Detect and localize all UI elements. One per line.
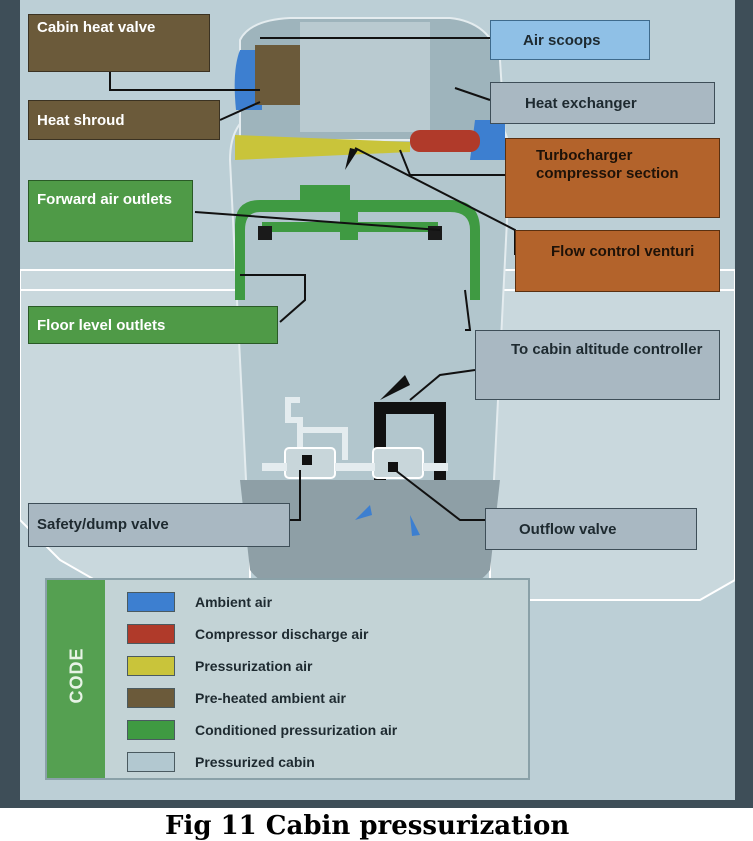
turbocharger-compressor: [410, 130, 480, 152]
flow-control-venturi-label: Flow control venturi: [515, 230, 720, 292]
legend-row-compressor-discharge: Compressor discharge air: [127, 624, 369, 644]
legend-label: Conditioned pressurization air: [195, 722, 398, 738]
legend-swatch: [127, 592, 175, 612]
right-wing: [489, 269, 736, 601]
legend-row-conditioned-pressurization: Conditioned pressurization air: [127, 720, 397, 740]
heat-shroud-label: Heat shroud: [28, 100, 220, 140]
legend: CODE Ambient air Compressor discharge ai…: [45, 578, 530, 780]
air-scoops-label: Air scoops: [490, 20, 650, 60]
legend-label: Pressurized cabin: [195, 754, 315, 770]
legend-row-ambient-air: Ambient air: [127, 592, 272, 612]
valve-pipe-right: [423, 463, 448, 471]
forward-air-outlets-label: Forward air outlets: [28, 180, 193, 242]
legend-label: Pre-heated ambient air: [195, 690, 346, 706]
turbocharger-compressor-label: Turbocharger compressor section: [505, 138, 720, 218]
cabin-flow-arrow-1: [355, 505, 372, 520]
outflow-valve-center: [388, 462, 398, 472]
legend-swatch: [127, 624, 175, 644]
heat-exchanger-body: [300, 22, 430, 132]
altitude-controller-line: [374, 402, 446, 480]
legend-code-bar: CODE: [47, 580, 105, 778]
right-air-scoop: [470, 120, 505, 160]
cabin-floor-section: [240, 480, 500, 600]
altitude-arrow: [380, 375, 410, 400]
venturi-arrow: [345, 148, 358, 170]
floor-level-outlets-label: Floor level outlets: [28, 306, 278, 344]
valve-pipe-left: [262, 463, 287, 471]
figure-caption: Fig 11 Cabin pressurization: [0, 808, 753, 841]
legend-row-preheated-ambient: Pre-heated ambient air: [127, 688, 346, 708]
frame-border-bottom: [0, 800, 753, 808]
forward-outlet-duct: [262, 222, 438, 232]
safety-valve-center: [302, 455, 312, 465]
legend-swatch: [127, 688, 175, 708]
legend-title: CODE: [66, 647, 87, 704]
heat-exchanger-label: Heat exchanger: [490, 82, 715, 124]
cabin-altitude-controller-label: To cabin altitude controller: [475, 330, 720, 400]
legend-label: Compressor discharge air: [195, 626, 369, 642]
legend-swatch: [127, 720, 175, 740]
heat-shroud-body: [255, 45, 300, 105]
frame-border-right: [735, 0, 753, 808]
legend-swatch: [127, 656, 175, 676]
cabin-flow-arrow-2: [410, 515, 420, 536]
right-forward-outlet: [428, 226, 442, 240]
legend-row-pressurization-air: Pressurization air: [127, 656, 313, 676]
center-duct: [340, 200, 358, 240]
legend-row-pressurized-cabin: Pressurized cabin: [127, 752, 315, 772]
valve-pipe-mid: [335, 463, 375, 471]
safety-dump-valve-label: Safety/dump valve: [28, 503, 290, 547]
left-forward-outlet: [258, 226, 272, 240]
safety-valve-link: [300, 427, 348, 460]
legend-label: Ambient air: [195, 594, 273, 610]
figure-caption-text: Fig 11 Cabin pressurization: [165, 811, 570, 841]
cabin-heat-valve-label: Cabin heat valve: [28, 14, 210, 72]
legend-swatch: [127, 752, 175, 772]
safety-valve-line: [285, 397, 303, 470]
outflow-valve-label: Outflow valve: [485, 508, 697, 550]
frame-border-left: [0, 0, 20, 808]
legend-label: Pressurization air: [195, 658, 313, 674]
